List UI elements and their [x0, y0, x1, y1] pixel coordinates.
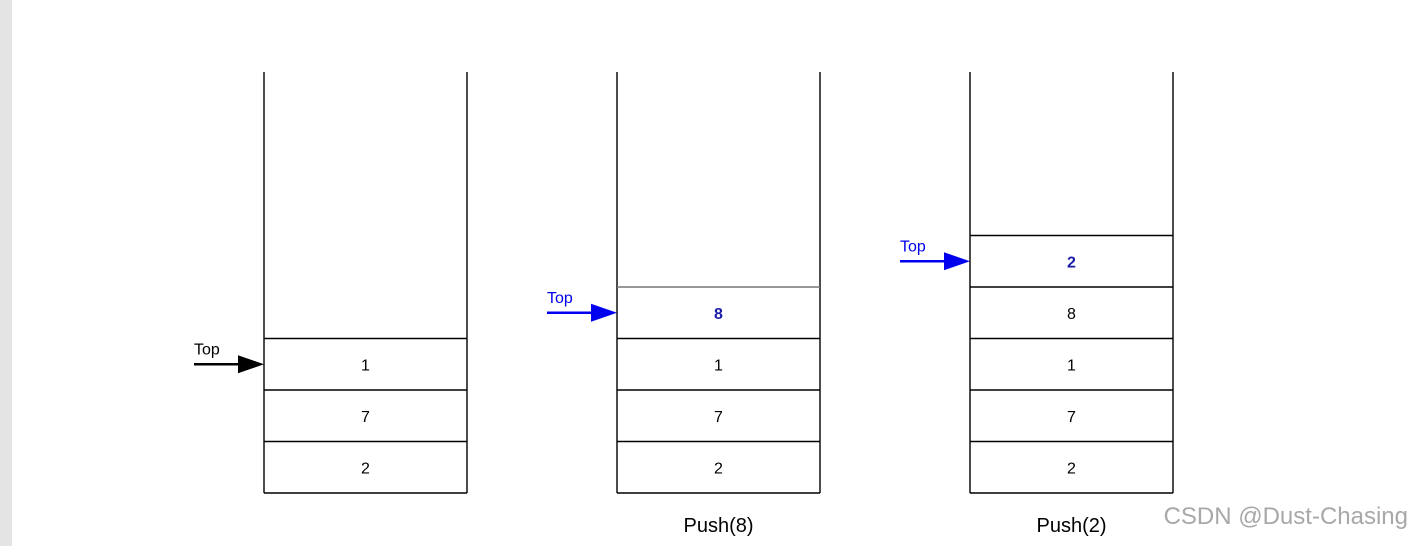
stack-cell-value: 2	[1067, 460, 1076, 477]
stack-cell-value: 2	[714, 460, 723, 477]
stack-cell-value: 2	[361, 460, 370, 477]
stack-push-8-top-pointer-arrowhead	[591, 303, 617, 322]
stack-cell-value: 7	[1067, 409, 1076, 426]
stack-cell-value: 1	[1067, 357, 1076, 374]
stack-cell-value: 8	[1067, 306, 1076, 323]
stack-cell-value: 1	[714, 357, 723, 374]
watermark: CSDN @Dust-Chasing	[1163, 503, 1408, 530]
stack-caption: Push(2)	[1036, 515, 1106, 537]
stack-cell-value: 8	[714, 306, 723, 323]
top-pointer-label: Top	[900, 238, 926, 255]
stack-initial-top-pointer-arrowhead	[238, 355, 264, 374]
left-gray-strip	[0, 0, 12, 546]
stack-cell-value: 1	[361, 357, 370, 374]
stack-caption: Push(8)	[683, 515, 753, 537]
stack-push-2-top-pointer-arrowhead	[944, 252, 970, 271]
stack-cell-value: 2	[1067, 254, 1076, 271]
stack-cell-value: 7	[361, 409, 370, 426]
top-pointer-label: Top	[547, 290, 573, 307]
stack-cell-value: 7	[714, 409, 723, 426]
top-pointer-label: Top	[194, 341, 220, 358]
